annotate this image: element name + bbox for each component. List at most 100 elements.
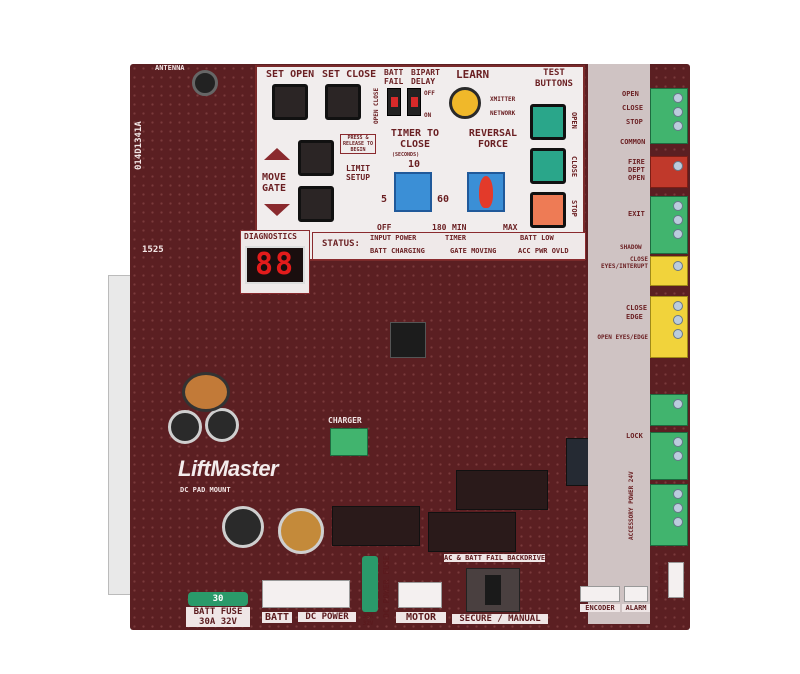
reversal-force-label: REVERSAL FORCE <box>468 128 518 150</box>
terminal-block-open-close-stop-common[interactable] <box>650 88 688 144</box>
limit-setup-hint: PRESS & RELEASE TO BEGIN <box>340 134 376 154</box>
exp-board-connector[interactable] <box>668 562 684 598</box>
liftmaster-logo: LiftMaster <box>178 456 279 481</box>
dc-fuse-rating: 30A 32V <box>362 613 374 627</box>
status-gate-moving: GATE MOVING <box>450 247 497 255</box>
reversal-force-dial[interactable] <box>467 172 505 212</box>
test-open-button[interactable] <box>530 104 566 140</box>
terminal-strip <box>588 64 650 624</box>
limit-setup-label: LIMIT SETUP <box>345 164 371 182</box>
status-batt-charging: BATT CHARGING <box>370 247 425 255</box>
batt-fail-label: BATT FAIL <box>384 68 404 86</box>
status-label: STATUS: <box>322 239 360 249</box>
test-close-label: CLOSE <box>570 156 578 178</box>
learn-label: LEARN <box>456 68 490 81</box>
terminal-label-exit: EXIT <box>628 210 645 218</box>
charger-label: CHARGER <box>328 416 362 425</box>
timer-60-label: 60 <box>437 194 450 205</box>
batt-fuse-title: BATT FUSE <box>193 607 243 617</box>
test-close-button[interactable] <box>530 148 566 184</box>
secure-manual-label: SECURE / MANUAL <box>452 614 548 624</box>
move-gate-up-button[interactable] <box>298 140 334 176</box>
status-batt-low: BATT LOW <box>520 234 554 242</box>
terminal-block-close-eyes[interactable] <box>650 256 688 286</box>
dc-power-label: DC POWER <box>298 612 356 622</box>
terminal-label-common: COMMON <box>620 138 646 146</box>
bipart-delay-switch[interactable] <box>407 88 421 116</box>
dc-power-fuse-label: DC POWER FUSE <box>382 555 391 618</box>
seconds-label: (SECONDS) <box>392 152 420 158</box>
timer-to-close-dial[interactable] <box>394 172 432 212</box>
batt-fuse: 30 <box>188 592 248 606</box>
diagnostics-label: DIAGNOSTICS <box>244 232 297 241</box>
status-box <box>312 232 586 260</box>
date-code: 1525 <box>142 245 164 255</box>
set-close-button[interactable] <box>325 84 361 120</box>
force-max-label: MAX <box>503 223 518 232</box>
encoder-connector[interactable] <box>580 586 620 602</box>
timer-off-label: OFF <box>377 223 392 232</box>
terminal-label-fire-dept-open: FIRE DEPT OPEN <box>628 158 645 182</box>
timer-to-close-label: TIMER TO CLOSE <box>390 128 440 150</box>
terminal-label-lock: LOCK <box>626 432 643 440</box>
set-open-label: SET OPEN <box>266 69 315 80</box>
terminal-label-accessory-power: ACCESSORY POWER 24V <box>628 471 635 540</box>
capacitor <box>168 410 202 444</box>
timer-180-label: 180 <box>432 223 447 232</box>
terminal-label-open-eyes: OPEN EYES/EDGE <box>597 334 648 341</box>
capacitor <box>205 408 239 442</box>
diagnostics-display: 88 <box>245 246 305 284</box>
set-close-label: SET CLOSE <box>322 69 377 80</box>
move-gate-down-button[interactable] <box>298 186 334 222</box>
network-led-label: NETWORK <box>490 110 516 117</box>
dc-power-fuse <box>362 556 378 612</box>
bipart-delay-label: BIPART DELAY <box>411 68 440 86</box>
antenna-label: ANTENNA <box>155 64 185 72</box>
motor-label: MOTOR <box>396 612 446 623</box>
terminal-label-open: OPEN <box>622 90 639 98</box>
terminal-block-lock[interactable] <box>650 432 688 480</box>
status-acc-pwr-ovld: ACC PWR OVLD <box>518 247 569 255</box>
arrow-up-icon <box>264 148 290 160</box>
capacitor <box>222 506 264 548</box>
batt-dc-power-connector[interactable] <box>262 580 350 608</box>
capacitor <box>278 508 324 554</box>
set-open-button[interactable] <box>272 84 308 120</box>
motor-connector[interactable] <box>398 582 442 608</box>
terminal-label-close: CLOSE <box>622 104 644 112</box>
microcontroller-chip <box>390 322 426 358</box>
status-input-power: INPUT POWER <box>370 234 417 242</box>
move-gate-label: MOVE GATE <box>262 172 287 194</box>
exp-board-label: EXP BOARD <box>658 565 665 598</box>
test-open-label: OPEN <box>570 112 578 129</box>
terminal-block-edges[interactable] <box>650 296 688 358</box>
terminal-label-close-eyes: CLOSE EYES/INTERUPT <box>601 256 648 270</box>
terminal-block-fire-dept[interactable] <box>650 156 688 188</box>
terminal-label-shadow: SHADOW <box>620 244 642 251</box>
off-label: OFF <box>424 90 435 97</box>
arrow-down-icon <box>264 204 290 216</box>
timer-10-label: 10 <box>408 159 421 170</box>
xmitter-led-label: XMITTER <box>490 96 516 103</box>
batt-fuse-rating: 30A 32V <box>199 617 237 627</box>
terminal-block-exit-shadow[interactable] <box>650 196 688 254</box>
charger-terminal[interactable] <box>330 428 368 456</box>
brand-subtitle: DC PAD MOUNT <box>180 486 231 494</box>
terminal-block-accessory-power[interactable] <box>650 484 688 546</box>
encoder-label: ENCODER <box>580 604 620 612</box>
open-close-label: OPEN CLOSE <box>373 87 380 124</box>
backdrive-switch[interactable] <box>466 568 520 612</box>
timer-5-label: 5 <box>381 194 388 205</box>
terminal-block-aux[interactable] <box>650 394 688 426</box>
batt-fail-switch[interactable] <box>387 88 401 116</box>
relay <box>456 470 548 510</box>
antenna-connector-icon <box>192 70 218 96</box>
relay <box>332 506 420 546</box>
inductor-coil <box>182 372 230 412</box>
test-stop-label: STOP <box>570 200 578 217</box>
learn-button[interactable] <box>449 87 481 119</box>
test-stop-button[interactable] <box>530 192 566 228</box>
test-buttons-label: TEST BUTTONS <box>535 68 573 89</box>
alarm-connector[interactable] <box>624 586 648 602</box>
